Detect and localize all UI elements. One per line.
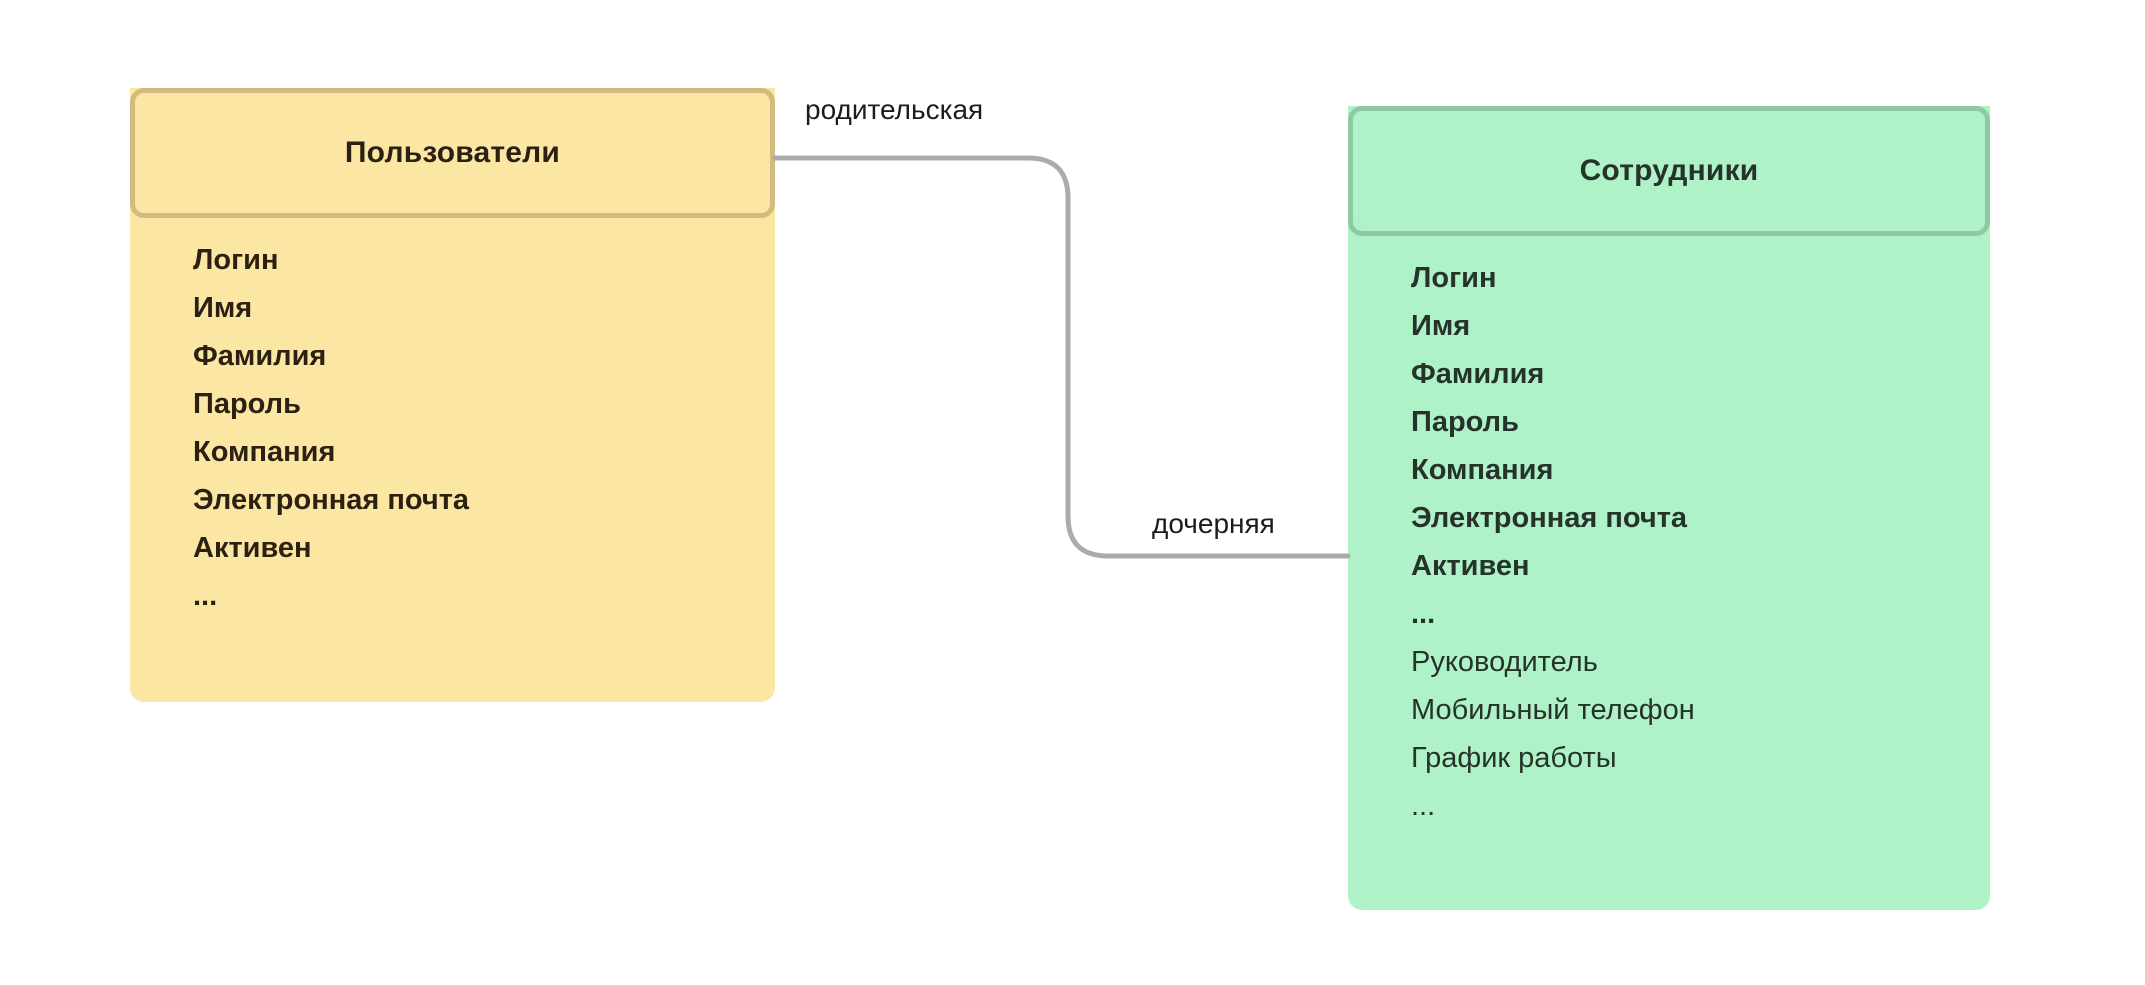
field-item: Имя [1411,310,1471,342]
field-item: Фамилия [193,340,327,372]
field-item: Пароль [1411,406,1519,438]
field-item: Активен [1411,550,1530,582]
connector-target-label: дочерняя [1152,508,1275,539]
field-item: Имя [193,292,253,324]
field-item: Электронная почта [193,484,470,516]
entity-employees-header[interactable]: Сотрудники [1348,106,1990,236]
field-item: График работы [1411,742,1617,774]
field-item-ellipsis: ... [1411,598,1436,630]
field-item: Логин [1411,262,1497,294]
field-item: Логин [193,244,279,276]
entity-employees-body [1348,106,1990,910]
entity-users-header[interactable]: Пользователи [130,88,775,218]
entity-employees-title: Сотрудники [1579,154,1759,187]
field-item-ellipsis: ... [1411,790,1436,822]
field-item: Активен [193,532,312,564]
connector-source-label: родительская [805,94,984,125]
connector-line [772,155,1351,559]
entity-employees[interactable]: Сотрудники Логин Имя Фамилия Пароль Комп… [1348,106,1990,910]
field-item: Компания [193,436,336,468]
field-item-ellipsis: ... [193,580,218,612]
entity-users-title: Пользователи [344,136,561,169]
field-item: Мобильный телефон [1411,694,1695,726]
field-item: Электронная почта [1411,502,1688,534]
field-item: Руководитель [1411,646,1598,678]
entity-users-field-list: Логин Имя Фамилия Пароль Компания Электр… [130,246,775,630]
field-item: Компания [1411,454,1554,486]
entity-users[interactable]: Пользователи Логин Имя Фамилия Пароль Ко… [130,88,775,702]
field-item: Фамилия [1411,358,1545,390]
entity-employees-field-list: Логин Имя Фамилия Пароль Компания Электр… [1348,264,1990,840]
field-item: Пароль [193,388,301,420]
